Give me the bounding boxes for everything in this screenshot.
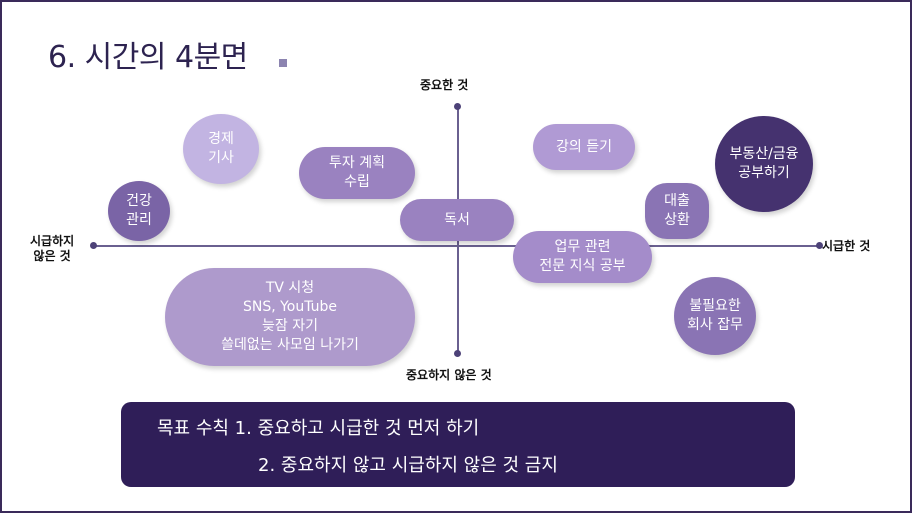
- axis-label-not-urgent: 시급하지 않은 것: [30, 234, 75, 263]
- item-loan-repayment: 대출 상환: [645, 183, 709, 239]
- axis-label-not-important: 중요하지 않은 것: [406, 368, 492, 382]
- item-reading: 독서: [400, 199, 514, 241]
- axis-bottom-endpoint: [454, 350, 461, 357]
- item-lecture: 강의 듣기: [533, 124, 635, 170]
- item-economy-news: 경제 기사: [183, 114, 259, 184]
- item-work-study: 업무 관련 전문 지식 공부: [513, 231, 652, 283]
- item-unnecessary-chores: 불필요한 회사 잡무: [674, 277, 756, 355]
- axis-label-important: 중요한 것: [420, 78, 469, 92]
- title-accent-square: [279, 59, 287, 67]
- axis-label-urgent: 시급한 것: [822, 239, 871, 253]
- page-title: 6. 시간의 4분면: [48, 40, 248, 75]
- goal-line-1: 목표 수칙 1. 중요하고 시급한 것 먼저 하기: [157, 418, 480, 439]
- axis-right-endpoint: [816, 242, 823, 249]
- item-health-care: 건강 관리: [108, 181, 170, 241]
- urgency-axis: [92, 245, 818, 247]
- item-time-wasters: TV 시청 SNS, YouTube 늦잠 자기 쓸데없는 사모임 나가기: [165, 268, 415, 366]
- axis-left-endpoint: [90, 242, 97, 249]
- axis-top-endpoint: [454, 103, 461, 110]
- goal-box: 목표 수칙 1. 중요하고 시급한 것 먼저 하기 2. 중요하지 않고 시급하…: [121, 402, 795, 487]
- item-investment-plan: 투자 계획 수립: [299, 147, 415, 199]
- goal-line-2: 2. 중요하지 않고 시급하지 않은 것 금지: [258, 455, 558, 476]
- item-realestate-finance: 부동산/금융 공부하기: [715, 116, 813, 212]
